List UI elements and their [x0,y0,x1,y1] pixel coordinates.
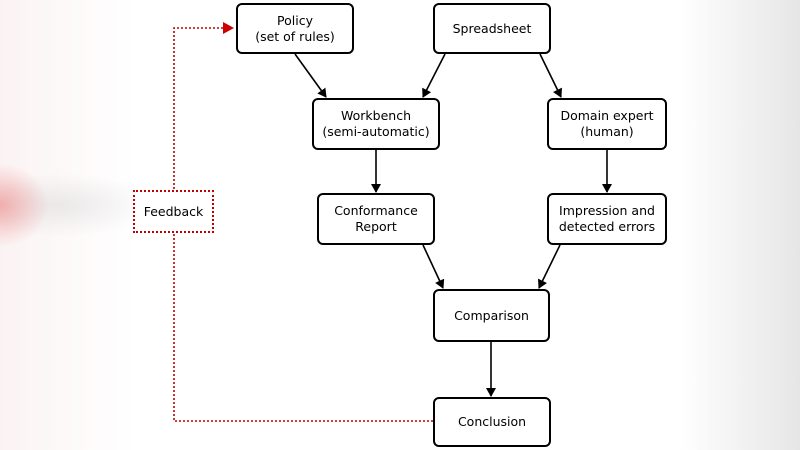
edge-conclusion-to-feedback [173,233,433,422]
edge-spreadsheet-to-domain-expert [539,53,562,98]
node-policy: Policy (set of rules) [236,3,354,54]
node-workbench: Workbench (semi-automatic) [312,98,440,150]
edge-spreadsheet-to-workbench [422,53,446,98]
node-conclusion: Conclusion [433,397,551,447]
edge-policy-to-workbench [294,53,327,98]
node-spreadsheet: Spreadsheet [433,3,551,54]
blurred-backdrop-right [665,0,800,450]
node-comparison: Comparison [433,289,550,342]
blurred-backdrop-left [0,0,135,450]
edge-impression-to-comparison [538,244,561,289]
node-impression: Impression and detected errors [547,193,667,245]
node-feedback: Feedback [133,190,214,233]
node-domain-expert: Domain expert (human) [547,98,667,150]
edge-feedback-to-policy [173,22,234,189]
edge-conformance-report-to-comparison [422,244,445,289]
node-conformance-report: Conformance Report [317,193,435,245]
